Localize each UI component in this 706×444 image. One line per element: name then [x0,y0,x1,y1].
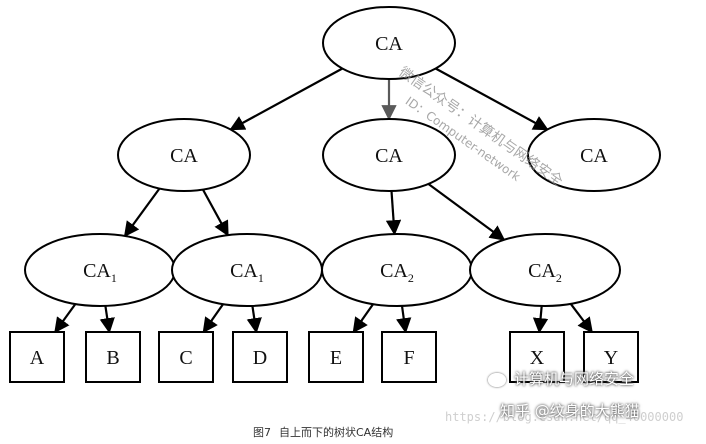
leaf-node-box [308,331,364,383]
edge-arrow-ca-l1b-to-ca2-b [427,183,506,241]
url-watermark: https://blog.csdn.net/qq_40000000 [445,410,684,424]
node-label: CA [170,145,198,167]
node-label: CA [375,33,403,55]
node-label: CA [580,145,608,167]
node-leaf-d: D [232,331,288,383]
edge-arrow-ca2-a-to-leaf-f [396,305,412,334]
node-label: B [106,347,119,369]
node-label: C [179,347,192,369]
edge-arrow-ca-l1b-to-ca2-a [385,190,402,236]
node-leaf-f: F [381,331,437,383]
node-label: D [253,347,267,369]
edge-arrow-ca2-a-to-leaf-e [352,303,375,334]
node-label-subscript: 2 [556,271,562,285]
node-label: A [30,347,45,369]
edge-arrow-ca1-b-to-leaf-d [246,305,262,334]
node-label: F [403,347,414,369]
wechat-icon [488,372,506,387]
node-label-subscript: 2 [408,271,414,285]
node-ca2-b: CA2 [469,233,621,307]
node-label-subscript: 1 [111,271,117,285]
node-leaf-b: B [85,331,141,383]
edge-arrow-ca1-a-to-leaf-b [99,305,115,334]
node-leaf-e: E [308,331,364,383]
node-ca1-b: CA1 [171,233,323,307]
leaf-node-box [232,331,288,383]
leaf-node-box [85,331,141,383]
node-ca-l1b: CA [322,118,456,192]
ca-node-ellipse [322,6,456,80]
node-root: CA [322,6,456,80]
account-watermark: 计算机与网络安全 [488,368,634,389]
node-ca-l1c: CA [527,118,661,192]
leaf-node-box [158,331,214,383]
node-label: E [330,347,342,369]
figure-caption: 图7 自上而下的树状CA结构 [0,424,706,440]
leaf-node-box [381,331,437,383]
node-label: CA [375,145,403,167]
node-label: X [530,347,545,369]
ca-node-ellipse [117,118,251,192]
node-label-subscript: 1 [258,271,264,285]
node-ca-l1a: CA [117,118,251,192]
ca-node-ellipse [469,233,621,307]
leaf-node-box [9,331,65,383]
edges-layer [54,67,593,334]
node-leaf-y: Y [583,331,639,383]
edge-arrow-ca-l1a-to-ca1-b [201,188,229,237]
node-leaf-a: A [9,331,65,383]
edge-arrow-root-to-ca-l1a [229,67,343,131]
edge-arrow-ca1-a-to-leaf-a [54,303,77,334]
leaf-node-box [583,331,639,383]
edge-arrow-ca-l1a-to-ca1-a [123,187,161,238]
figure-caption-text: 自上而下的树状CA结构 [279,426,394,439]
leaf-node-box [509,331,565,383]
ca-node-ellipse [527,118,661,192]
edge-arrow-ca2-b-to-leaf-y [569,303,593,334]
ca-node-ellipse [322,118,456,192]
node-label: Y [604,347,618,369]
node-leaf-x: X [509,331,565,383]
figure-number: 图7 [253,426,271,439]
node-leaf-c: C [158,331,214,383]
brand-watermark: 知乎 @纹身的大熊猫 [500,402,640,420]
account-watermark-text: 计算机与网络安全 [514,370,635,388]
edge-arrow-ca2-b-to-leaf-x [532,305,549,334]
node-ca2-a: CA2 [321,233,473,307]
edge-arrow-ca1-b-to-leaf-c [202,303,225,334]
edge-arrow-root-to-ca-l1c [435,67,549,131]
node-ca1-a: CA1 [24,233,176,307]
